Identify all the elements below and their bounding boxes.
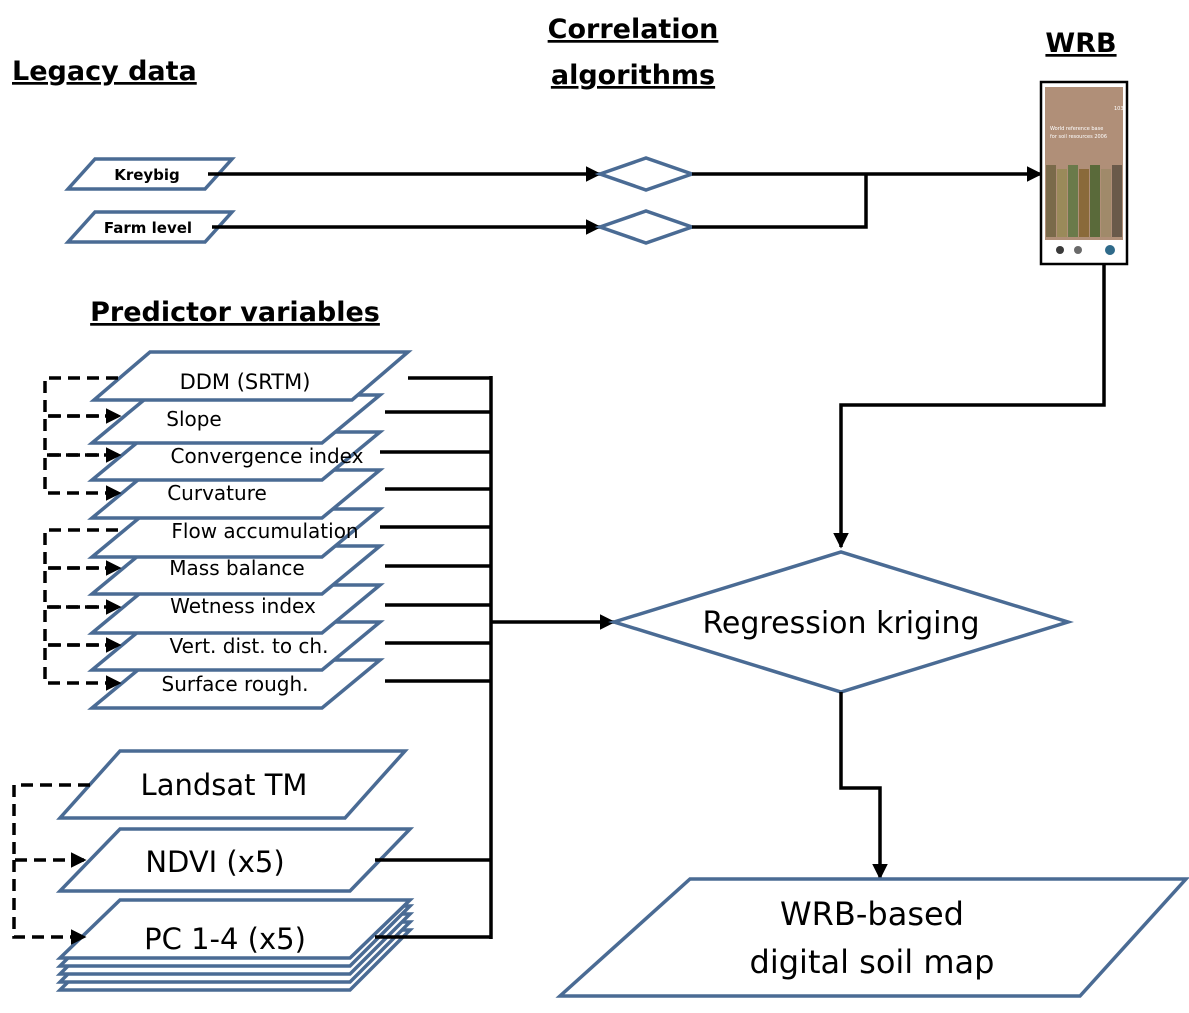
predictor-layer-flow-accumulation: Flow accumulation [87, 507, 385, 559]
correlation-diamond [594, 209, 698, 245]
heading-algorithms: algorithms [551, 60, 715, 91]
correlation-diamond [594, 156, 698, 192]
cover-photo-strips [1046, 165, 1122, 237]
ndvi-layer: NDVI (x5) [55, 827, 415, 893]
output-label-line-1: WRB-based [780, 895, 964, 933]
legacy-input-kreybig: Kreybig [64, 157, 236, 191]
connector [692, 174, 868, 229]
cover-logo [1056, 246, 1064, 254]
legacy-input-label: Farm level [104, 219, 192, 237]
regression-kriging-label: Regression kriging [702, 606, 979, 641]
predictor-dashed-links [43, 376, 122, 691]
cover-photo-strip [1101, 169, 1111, 237]
cover-logo [1105, 245, 1115, 255]
connector [839, 692, 888, 880]
ndvi-layer-label: NDVI (x5) [145, 845, 284, 879]
heading-predictor-variables: Predictor variables [90, 297, 380, 328]
heading-legacy-data: Legacy data [12, 56, 197, 87]
cover-title-line: World reference base [1050, 126, 1103, 132]
predictor-layer-label: Slope [166, 407, 222, 431]
cover-logo [1074, 246, 1082, 254]
predictor-layer-label: Wetness index [170, 594, 316, 618]
connector [833, 264, 1106, 549]
landsat-layer-label: Landsat TM [141, 768, 308, 802]
heading-wrb: WRB [1045, 28, 1116, 59]
pc-layer: PC 1-4 (x5) [55, 898, 415, 960]
cover-number: 103 [1114, 106, 1124, 112]
legacy-input-label: Kreybig [114, 166, 180, 184]
pc-layer-label: PC 1-4 (x5) [144, 922, 306, 956]
cover-photo-strip [1079, 169, 1089, 237]
predictor-layer-label: Mass balance [169, 556, 304, 580]
predictor-layer-label: Surface rough. [162, 672, 309, 696]
legacy-input-farm-level: Farm level [64, 210, 236, 244]
output-label-line-2: digital soil map [750, 943, 995, 981]
predictor-layer-surface-rough: Surface rough. [87, 658, 385, 710]
cover-photo-strip [1046, 165, 1056, 237]
cover-photo-strip [1090, 165, 1100, 237]
cover-title-line: for soil resources 2006 [1050, 134, 1107, 140]
predictor-stack: Surface rough. Vert. dist. to ch. Wetnes… [87, 350, 413, 710]
remote-dashed-links [12, 783, 90, 945]
predictor-layer-label: Curvature [167, 481, 267, 505]
cover-photo-strip [1057, 169, 1067, 237]
predictor-layer-slope: Slope [87, 393, 385, 445]
landsat-layer: Landsat TM [56, 749, 409, 820]
predictor-layer-ddm-srtm: DDM (SRTM) [89, 350, 413, 402]
regression-kriging-node: Regression kriging [608, 550, 1074, 694]
heading-correlation: Correlation [548, 14, 719, 45]
predictor-layer-label: Convergence index [171, 444, 364, 468]
cover-photo-strip [1112, 165, 1122, 237]
predictor-connectors [375, 376, 493, 939]
predictor-layer-label: Flow accumulation [171, 519, 358, 543]
pc-stack: PC 1-4 (x5) [55, 898, 415, 992]
predictor-layer-label: Vert. dist. to ch. [170, 634, 329, 658]
predictor-layer-label: DDM (SRTM) [180, 370, 311, 394]
wrb-book-cover: 103 World reference base for soil resour… [1039, 80, 1129, 266]
output-soil-map: WRB-based digital soil map [555, 877, 1189, 998]
cover-photo-strip [1068, 165, 1078, 237]
